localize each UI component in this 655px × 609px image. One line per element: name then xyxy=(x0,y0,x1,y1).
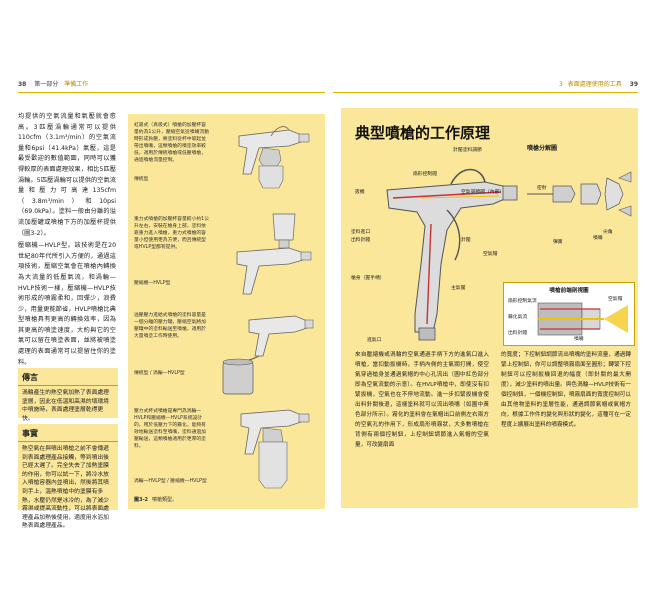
paragraph: 均提供的空氣流量和氣壓就會愈高。3匹壓渦輪通常可以提供110cfm（3.1m³/… xyxy=(18,113,116,237)
nozzle-inset-title: 噴槍前端剖視圖 xyxy=(549,288,589,294)
exploded-view-title: 噴槍分解圖 xyxy=(527,145,558,152)
paragraph: 的寬度；下控制鈕調節流出噴嘴的塗料流量，通過轉緊上控制鈕，你可以調整噴霧扇面至圓… xyxy=(501,352,631,428)
pressure-feed-illustration xyxy=(222,315,314,395)
callout-spring: 彈簧 xyxy=(553,240,563,245)
left-page-number: 38 xyxy=(18,81,27,88)
panel-title: 典型噴槍的工作原理 xyxy=(355,124,491,142)
figure-description: 虹吸式（真吸式）噴槍的加壓杯容量約為1公升，壓縮空氣從噴嘴流動時形成負壓，將塗料… xyxy=(134,123,210,163)
callout-body: 槍身（握手柄） xyxy=(351,276,385,281)
callout-seal: 密封 xyxy=(537,186,547,191)
right-section-label: 表面處理使用的工具 xyxy=(567,81,622,88)
left-section-label: 準備工作 xyxy=(64,81,89,88)
figure-type: 渦輪—HVLP型 / 壓縮機—HVLP型 xyxy=(134,479,207,484)
callout-fan-air: 扇形控制氣流 xyxy=(508,299,537,304)
right-page-number: 39 xyxy=(629,81,638,88)
part-label: 第一部分 xyxy=(34,81,59,88)
pressure-cup-gun-figure: 壓力式杯式噴槍是專門為渦輪—HVLP和壓縮機—HVLP系統設計的，用於低壓力下的… xyxy=(128,400,325,492)
right-running-head: 3 表面處理使用的工具 39 xyxy=(333,78,638,93)
myth-box: 傳言 渦輪產生的熱空氣加熱了表面處理塗層，因此在低溫和高濕的壞環境中噴施時，表面… xyxy=(18,368,118,422)
nozzle-cutaway-illustration xyxy=(537,302,628,336)
callout-fluid-adjust: 針閥塗料調節 xyxy=(453,148,482,153)
paragraph: 壓縮機—HVLP型。該技術是在20世紀80年代所引入方便的，通過這項技術，壓縮空… xyxy=(18,242,116,366)
callout-fluid-tip: 噴嘴 xyxy=(574,337,584,342)
figure-description: 重力式噴槍的加壓杯容量較小約1公升左右，安裝在槍身上部，塗料依靠重力進入噴槍，重… xyxy=(134,217,210,250)
figure-type: 壓縮機—HVLP型 xyxy=(134,281,171,286)
callout-atomizing-air: 霧化氣流 xyxy=(508,315,528,320)
callout-air-inlet: 進氣口 xyxy=(367,338,382,343)
figure-type: 傳統型 xyxy=(134,177,149,182)
fact-text: 熱空氣在與噴出噴槍之前不會傳遞到表面處理產品接觸，等到噴出後已經太遲了。完全失去… xyxy=(22,446,109,530)
panel-body-right: 的寬度；下控制鈕調節流出噴嘴的塗料流量，通過轉緊上控制鈕，你可以調整噴霧扇面至圓… xyxy=(501,350,631,430)
fact-title: 事實 xyxy=(18,424,118,442)
callout-needle: 針閥 xyxy=(461,238,471,243)
spray-gun-working-principle-panel: 典型噴槍的工作原理 噴槍分解圖 針閥塗料調節 扇形控制閥 空氣調節閥（內部） 扳… xyxy=(341,108,638,508)
exploded-parts-illustration xyxy=(527,171,632,217)
figure-number: 圖3-2 xyxy=(134,497,149,503)
siphon-gun-illustration xyxy=(238,126,310,189)
figure-type: 傳統型 / 渦輪—HVLP型 xyxy=(134,371,185,376)
callout-air-cap: 空氣帽 xyxy=(483,252,498,257)
chapter-number: 3 xyxy=(558,81,563,88)
gravity-gun-illustration xyxy=(236,213,312,295)
callout-inset-air-cap: 空氣帽 xyxy=(608,297,623,302)
siphon-gun-figure: 虹吸式（真吸式）噴槍的加壓杯容量約為1公升，壓縮空氣從噴嘴流動時形成負壓，將塗料… xyxy=(128,114,325,206)
pressure-feed-gun-figure: 溢壓壓力進給式噴槍的塗料容量是一個分離的壓力罐，壓縮空氣將加壓罐中的塗料輸送至噴… xyxy=(128,304,325,396)
nozzle-cutaway-inset: 噴槍前端剖視圖 扇形控制氣流 霧化氣流 出料針閥 空氣帽 噴嘴 xyxy=(503,282,635,346)
spray-gun-types-figure: 虹吸式（真吸式）噴槍的加壓杯容量約為1公升，壓縮空氣從噴嘴流動時形成負壓，將塗料… xyxy=(128,114,325,509)
callout-horn: 尖角 xyxy=(603,230,613,235)
left-page: 38 第一部分 準備工作 均提供的空氣流量和氣壓就會愈高。3匹壓渦輪通常可以提供… xyxy=(18,78,325,529)
figure-description: 壓力式杯式噴槍是專門為渦輪—HVLP和壓縮機—HVLP系統設計的，用於低壓力下的… xyxy=(134,409,206,449)
callout-main-valve: 主氣閥 xyxy=(451,286,466,291)
paragraph: 來自壓縮機或渦輪的空氣通過手柄下方的進氣口進入噴槍，當扣動扳機時，手柄內側的主氣… xyxy=(355,352,489,448)
pressure-cup-illustration xyxy=(240,409,310,489)
fact-box: 事實 熱空氣在與噴出噴槍之前不會傳遞到表面處理產品接觸，等到噴出後已經太遲了。完… xyxy=(18,424,118,529)
figure-description: 溢壓壓力進給式噴槍的塗料容量是一個分離的壓力罐，壓縮空氣將加壓罐中的塗料輸送至噴… xyxy=(134,313,206,339)
callout-fluid-nozzle: 出料針閥 xyxy=(351,238,371,243)
callout-air-adjust: 扇形控制閥 xyxy=(413,172,437,177)
spray-gun-cutaway-illustration xyxy=(386,168,518,341)
right-page: 3 表面處理使用的工具 39 典型噴槍的工作原理 噴槍分解圖 針閥塗料調節 扇形 xyxy=(333,78,638,520)
panel-body-left: 來自壓縮機或渦輪的空氣通過手柄下方的進氣口進入噴槍，當扣動扳機時，手柄內側的主氣… xyxy=(355,350,489,450)
callout-fluid-inlet: 塗料進口 xyxy=(351,230,371,235)
left-body-text: 均提供的空氣流量和氣壓就會愈高。3匹壓渦輪通常可以提供110cfm（3.1m³/… xyxy=(18,112,116,368)
callout-nozzle: 噴嘴 xyxy=(593,236,603,241)
callout-fan-adjust: 空氣調節閥（內部） xyxy=(461,190,505,195)
callout-inset-fluid: 出料針閥 xyxy=(508,331,528,336)
myth-text: 渦輪產生的熱空氣加熱了表面處理塗層，因此在低溫和高濕的壞環境中噴施時，表面處理塗… xyxy=(22,390,109,422)
gravity-gun-figure: 重力式噴槍的加壓杯容量較小約1公升左右，安裝在槍身上部，塗料依靠重力進入噴槍，重… xyxy=(128,208,325,300)
myth-title: 傳言 xyxy=(18,368,118,386)
left-running-head: 38 第一部分 準備工作 xyxy=(18,78,325,93)
figure-caption-text: 噴槍類型。 xyxy=(152,497,178,503)
callout-trigger: 扳機 xyxy=(355,190,365,195)
